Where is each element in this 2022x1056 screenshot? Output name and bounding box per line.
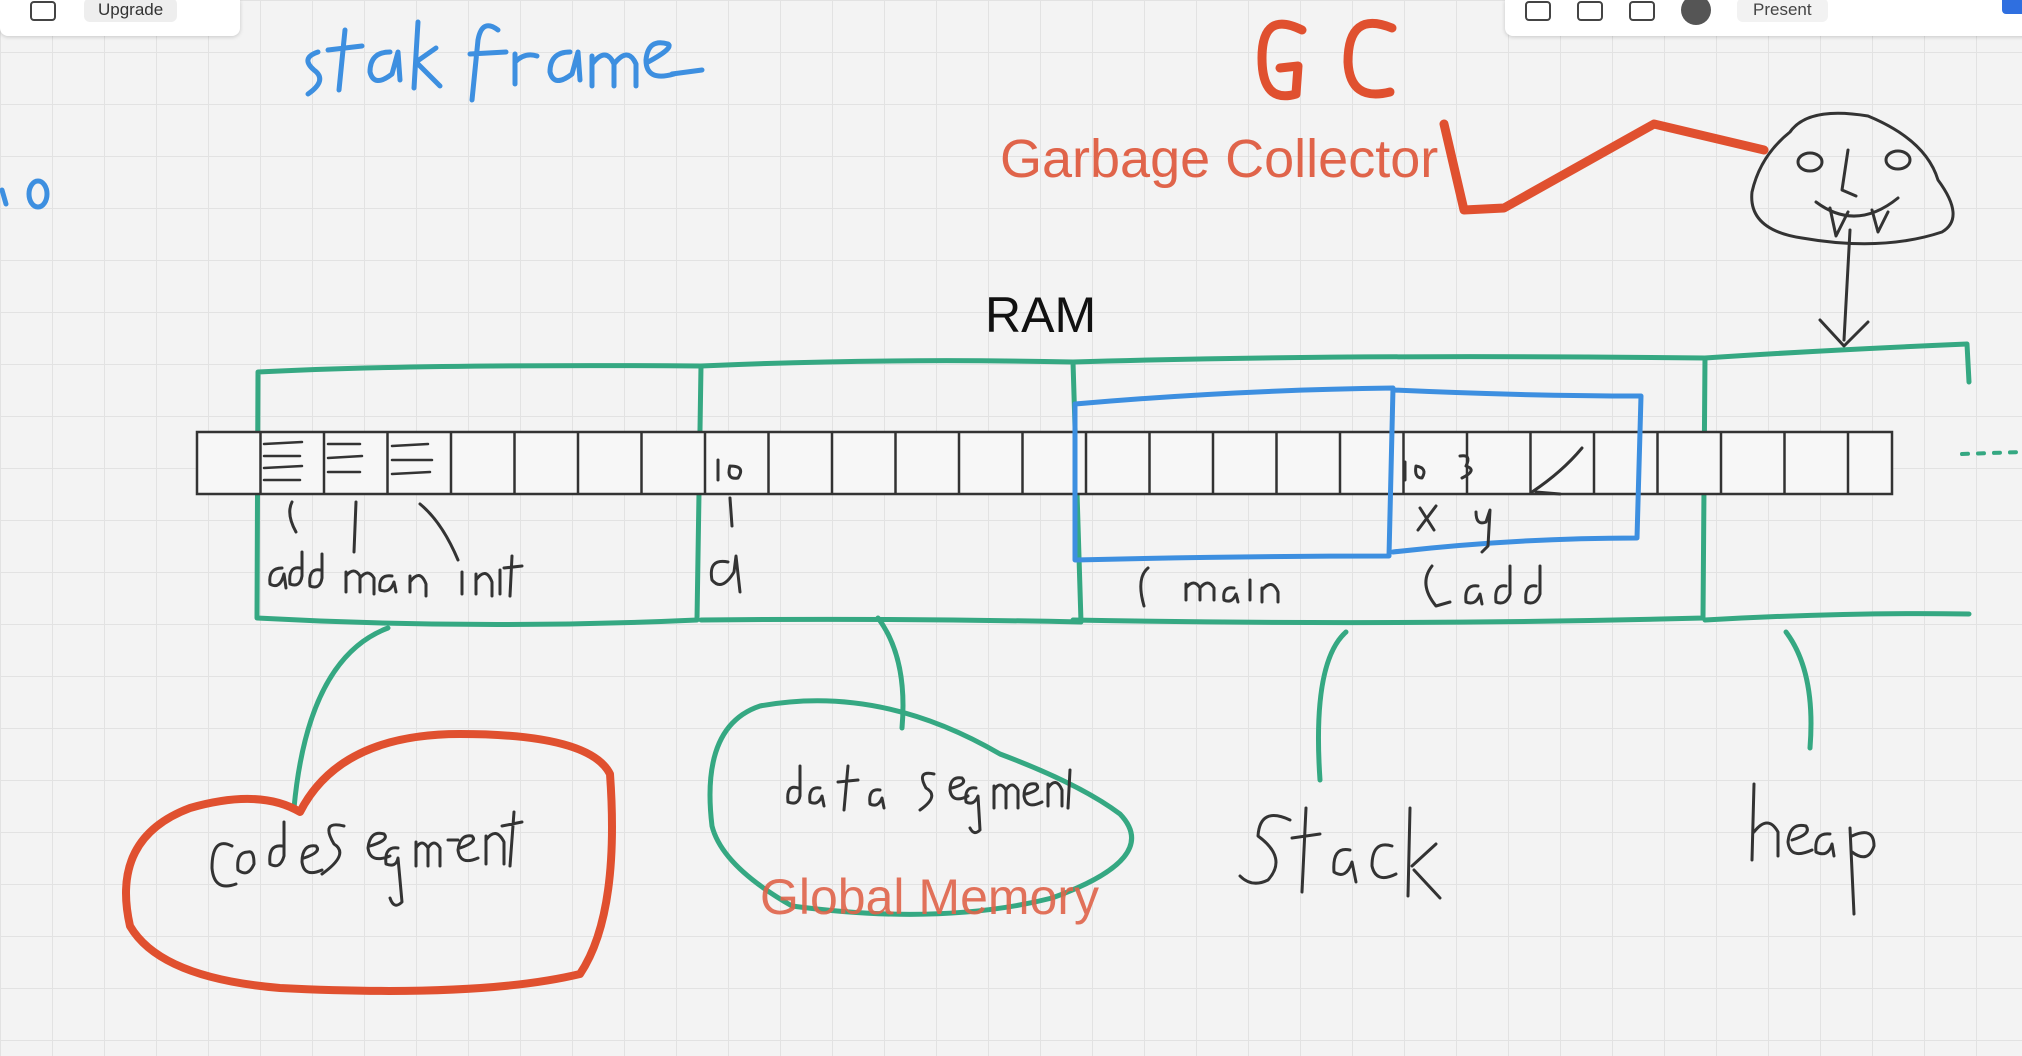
stack-frame-scribble	[305, 19, 705, 103]
main-label	[344, 569, 428, 598]
add-label	[268, 550, 324, 590]
ellipsis-dots	[1960, 450, 2022, 456]
handwritten-annotations	[268, 446, 1584, 608]
stack-frames	[1072, 385, 1644, 563]
gc-letters	[1257, 19, 1397, 101]
collaborators-icon[interactable]	[1525, 1, 1551, 21]
share-icon[interactable]	[30, 1, 56, 21]
ram-title: RAM	[985, 287, 1097, 343]
user-avatar[interactable]	[1681, 0, 1711, 25]
heap-name	[1750, 782, 1876, 916]
global-a-label	[709, 554, 742, 594]
stack-name	[1238, 806, 1442, 900]
segment-connectors	[291, 615, 1814, 811]
code-instruction-lines	[262, 440, 434, 482]
global-a-pointer	[728, 496, 734, 528]
present-button[interactable]: Present	[1737, 0, 1828, 22]
comment-icon[interactable]	[1577, 1, 1603, 21]
code-segment-highlight	[122, 730, 616, 995]
left-edge-scribble	[0, 178, 50, 210]
data-segment-name	[786, 764, 886, 812]
heap-segment-box	[1702, 341, 1972, 623]
code-segment-name	[210, 810, 524, 907]
top-right-toolbar: Present	[1505, 0, 2022, 36]
face-arrow	[1818, 228, 1870, 348]
segment-name-scribbles	[210, 764, 1876, 916]
memory-cell-row	[195, 430, 1894, 496]
top-left-toolbar: Upgrade	[0, 0, 240, 36]
main-stack-frame	[1072, 385, 1396, 563]
init-label	[460, 554, 524, 598]
global-memory-label: Global Memory	[760, 869, 1099, 925]
gc-pointer-line	[1439, 119, 1769, 215]
face-doodle	[1750, 111, 1955, 246]
share-button-edge[interactable]	[2002, 0, 2022, 14]
screen-icon[interactable]	[1629, 1, 1655, 21]
data-segment-highlight	[707, 698, 1134, 917]
upgrade-button[interactable]: Upgrade	[84, 0, 178, 22]
global-a-value	[716, 458, 743, 482]
add-stack-frame	[1390, 387, 1644, 555]
gc-subtitle: Garbage Collector	[1000, 129, 1439, 189]
